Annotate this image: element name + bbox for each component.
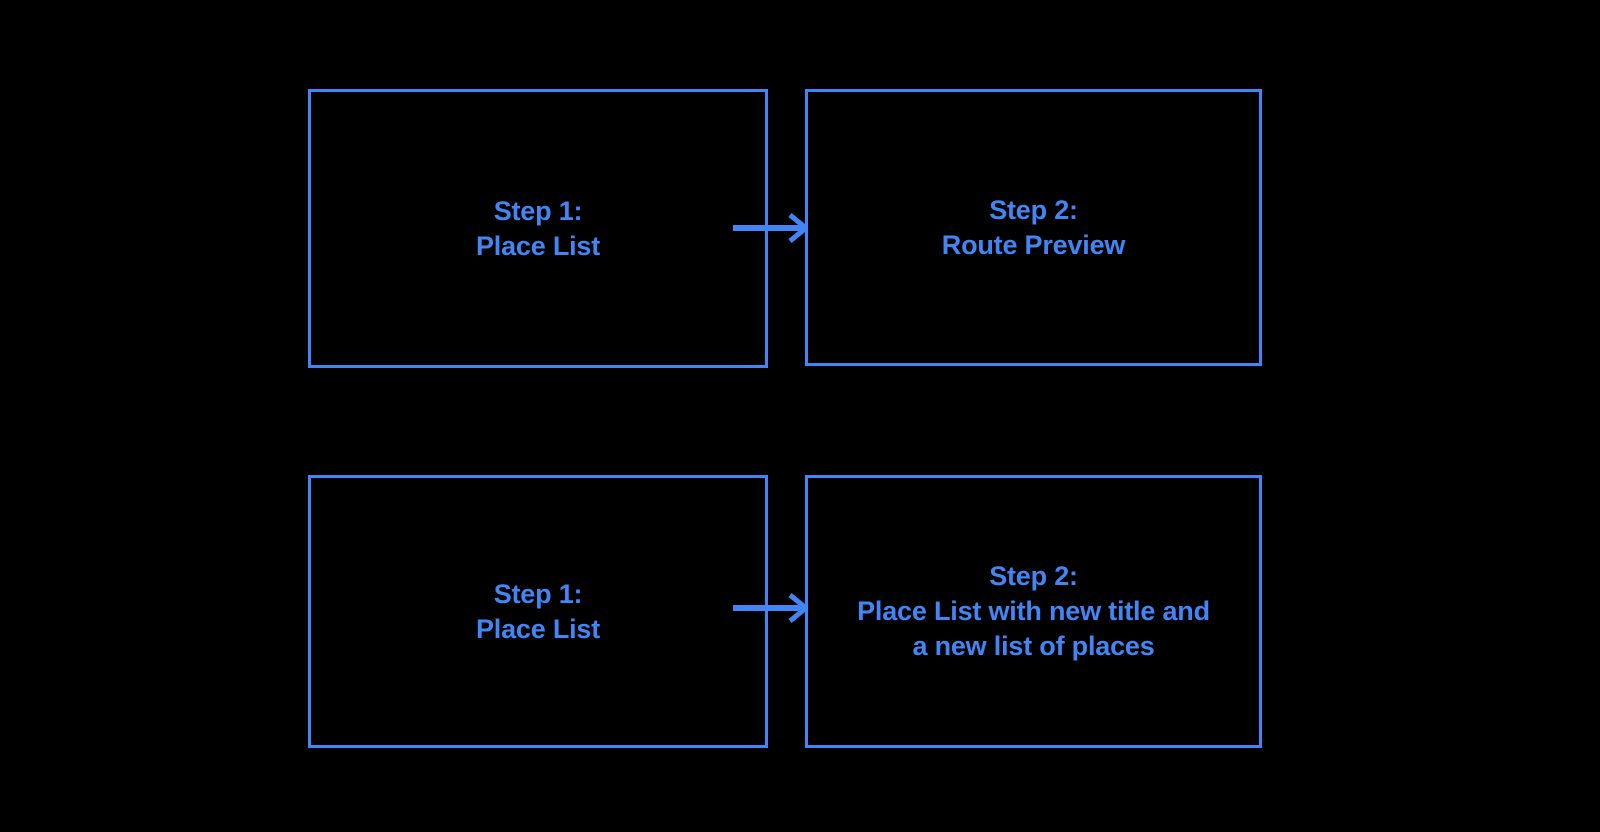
step-box-row2-step1[interactable]: Step 1: Place List [308, 475, 768, 748]
step-box-row1-step1[interactable]: Step 1: Place List [308, 89, 768, 368]
step-box-row1-step2[interactable]: Step 2: Route Preview [805, 89, 1262, 366]
step-box-label: Step 2: Place List with new title and a … [857, 561, 1210, 661]
step-box-label: Step 1: Place List [475, 578, 601, 644]
step-box-row2-step2[interactable]: Step 2: Place List with new title and a … [805, 475, 1262, 748]
step-box-label: Step 2: Route Preview [941, 194, 1126, 260]
flow-row-2: Step 1: Place List Step 2: Place List wi… [0, 475, 1600, 750]
step-box-label: Step 1: Place List [475, 195, 601, 261]
flow-row-1: Step 1: Place List Step 2: Route Preview [0, 89, 1600, 369]
